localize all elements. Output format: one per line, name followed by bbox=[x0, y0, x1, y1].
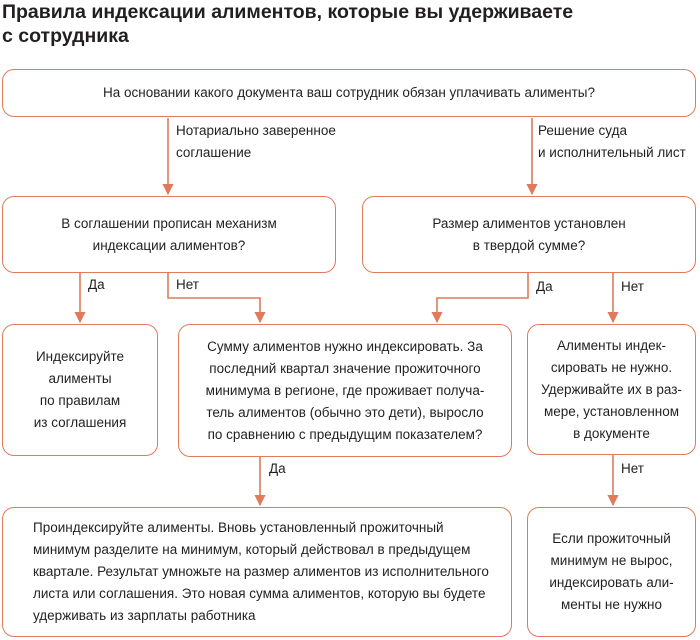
edge-mech-no bbox=[167, 273, 266, 324]
edge-label-fixed-no: Нет bbox=[621, 279, 644, 294]
edge-label-court: Решение суда и исполнительный лист bbox=[538, 123, 686, 160]
node-fixed-question: Размер алиментов установлен в твердой су… bbox=[362, 196, 696, 273]
node-by-agreement: Индексируйте алименты по правилам из сог… bbox=[2, 324, 158, 456]
node-not-grown: Если прожиточный минимум не вырос, индек… bbox=[527, 507, 696, 637]
edge-label-none-no: Нет bbox=[621, 461, 644, 476]
node-no-indexing: Алименты индек- сировать не нужно. Удерж… bbox=[527, 324, 696, 455]
edge-label-fixed-yes: Да bbox=[536, 279, 553, 294]
edge-label-mech-yes: Да bbox=[88, 277, 105, 292]
node-document-question: На основании какого документа ваш сотруд… bbox=[2, 69, 696, 117]
edge-label-index-yes: Да bbox=[269, 461, 286, 476]
edge-fixed-yes bbox=[431, 273, 529, 324]
edge-label-mech-no: Нет bbox=[176, 277, 199, 292]
node-indexing-question: Сумму алиментов нужно индексировать. За … bbox=[178, 324, 512, 457]
node-mechanism-question: В соглашении прописан механизм индексаци… bbox=[2, 196, 336, 273]
node-do-index: Проиндексируйте алименты. Вновь установл… bbox=[2, 507, 512, 637]
edge-label-notarial: Нотариально заверенное соглашение bbox=[176, 123, 336, 160]
page-title: Правила индексации алиментов, которые вы… bbox=[2, 1, 574, 47]
